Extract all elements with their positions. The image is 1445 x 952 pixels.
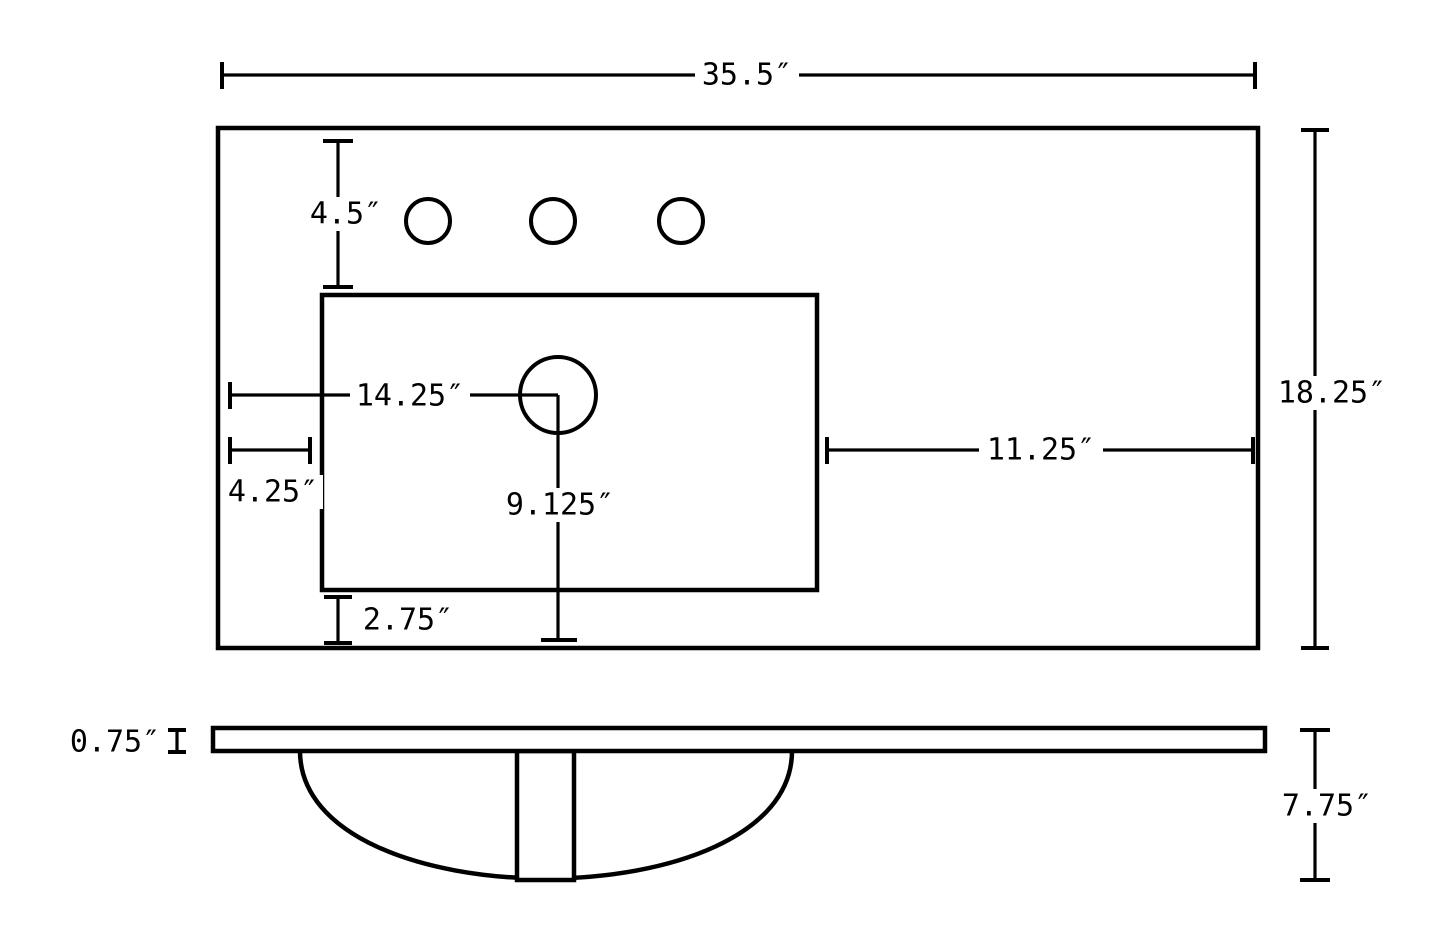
- drain-from-back-label: 9.125″: [506, 488, 614, 523]
- label-bg: [350, 379, 470, 413]
- bowl-left-inset-label: 4.25″: [228, 475, 318, 510]
- label-bg: [979, 433, 1103, 467]
- label-bg: [1273, 789, 1381, 823]
- label-bg: [500, 488, 620, 522]
- drain-from-left-label: 14.25″: [356, 379, 464, 414]
- dim-bowl-left-inset: 4.25″: [223, 437, 323, 510]
- label-bg: [65, 725, 165, 759]
- dim-overall-height: 7.75″: [1273, 728, 1381, 882]
- front-view: 0.75″ 7.75″: [65, 725, 1381, 883]
- overall-width-label: 35.5″: [702, 58, 792, 93]
- counter-edge-outline: [210, 725, 1268, 754]
- drain-pipe-outline: [514, 748, 577, 883]
- dim-bowl-right-offset: 11.25″: [825, 433, 1255, 468]
- faucet-offset-label: 4.5″: [310, 197, 382, 232]
- overall-height-label: 7.75″: [1282, 789, 1372, 824]
- faucet-hole-left-icon: [404, 197, 452, 245]
- dim-faucet-offset: 4.5″: [306, 139, 386, 289]
- label-bg: [358, 603, 458, 637]
- label-bg: [306, 197, 386, 231]
- label-bg: [1272, 376, 1392, 410]
- label-bg: [695, 58, 799, 92]
- bowl-right-offset-label: 11.25″: [987, 433, 1095, 468]
- dim-drain-from-left: 14.25″: [228, 379, 558, 414]
- dim-bowl-bottom-inset: 2.75″: [324, 595, 458, 645]
- sink-cutout-outline: [319, 292, 820, 593]
- top-view: 35.5″ 18.25″ 4.5″ 14.25″: [215, 58, 1392, 651]
- overall-depth-label: 18.25″: [1278, 376, 1386, 411]
- faucet-hole-right-icon: [657, 197, 705, 245]
- dim-counter-thickness: 0.75″: [65, 725, 186, 760]
- label-bg: [223, 475, 323, 509]
- dim-drain-from-back: 9.125″: [500, 395, 620, 642]
- dim-overall-width: 35.5″: [220, 58, 1257, 93]
- counter-thickness-label: 0.75″: [70, 725, 160, 760]
- dim-overall-depth: 18.25″: [1272, 128, 1392, 650]
- bowl-bottom-inset-label: 2.75″: [363, 603, 453, 638]
- faucet-hole-center-icon: [529, 197, 577, 245]
